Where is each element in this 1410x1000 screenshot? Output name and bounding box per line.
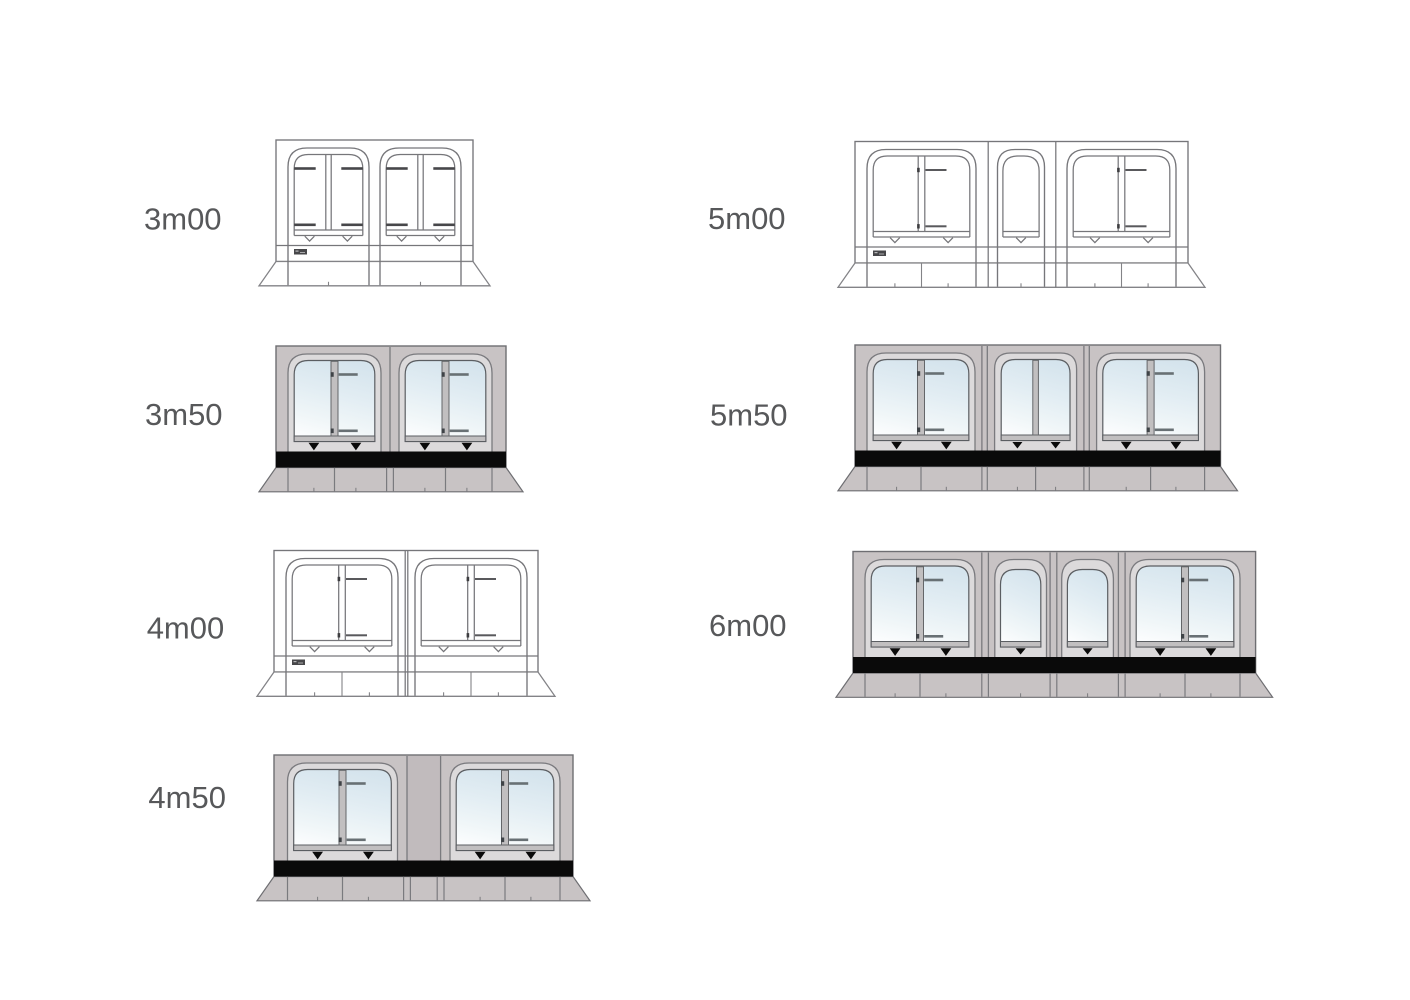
svg-text:6m00: 6m00: [709, 608, 787, 643]
svg-text:5m50: 5m50: [710, 398, 788, 433]
svg-text:5m00: 5m00: [708, 201, 786, 236]
svg-text:3m50: 3m50: [145, 397, 223, 432]
svg-text:3m00: 3m00: [144, 202, 222, 237]
svg-text:4m00: 4m00: [147, 611, 225, 646]
svg-text:4m50: 4m50: [148, 780, 226, 815]
